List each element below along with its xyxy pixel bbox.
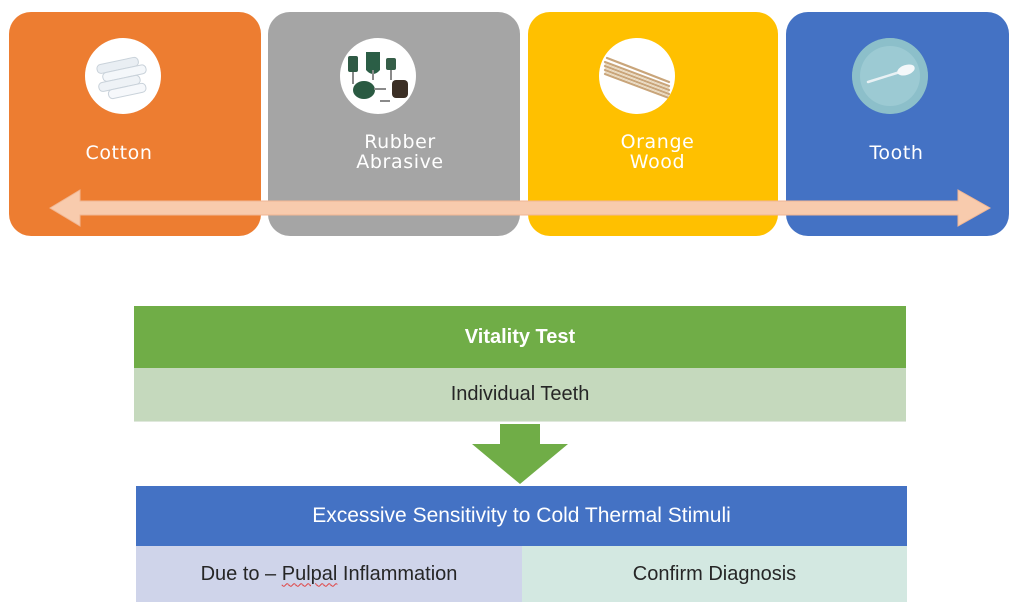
card-label-orange-wood: Orange Wood [620, 131, 695, 173]
tooth-swab-icon [852, 38, 928, 114]
card-label-tooth: Tooth [869, 142, 924, 164]
rubber-abrasive-points-icon [340, 38, 416, 114]
card-rubber-abrasive: Rubber Abrasive [268, 12, 520, 236]
due-to-text: Due to – Pulpal Inflammation [200, 562, 458, 585]
vitality-test-header: Vitality Test [134, 306, 906, 368]
orange-wood-sticks-icon [599, 38, 675, 114]
sensitivity-title: Excessive Sensitivity to Cold Thermal St… [312, 504, 731, 527]
vitality-test-title: Vitality Test [464, 325, 576, 348]
due-to-cell: Due to – Pulpal Inflammation [136, 546, 522, 602]
sensitivity-header: Excessive Sensitivity to Cold Thermal St… [136, 486, 907, 546]
card-label-cotton: Cotton [85, 142, 153, 164]
individual-teeth-label: Individual Teeth [450, 383, 590, 405]
card-orange-wood: Orange Wood [528, 12, 778, 236]
individual-teeth-row: Individual Teeth [134, 368, 906, 422]
cotton-rolls-icon [85, 38, 161, 114]
down-arrow [472, 424, 568, 484]
card-cotton: Cotton [9, 12, 261, 236]
card-label-rubber-abrasive: Rubber Abrasive [356, 131, 444, 173]
confirm-diagnosis-text: Confirm Diagnosis [632, 562, 797, 585]
card-tooth: Tooth [786, 12, 1009, 236]
confirm-diagnosis-cell: Confirm Diagnosis [522, 546, 907, 602]
